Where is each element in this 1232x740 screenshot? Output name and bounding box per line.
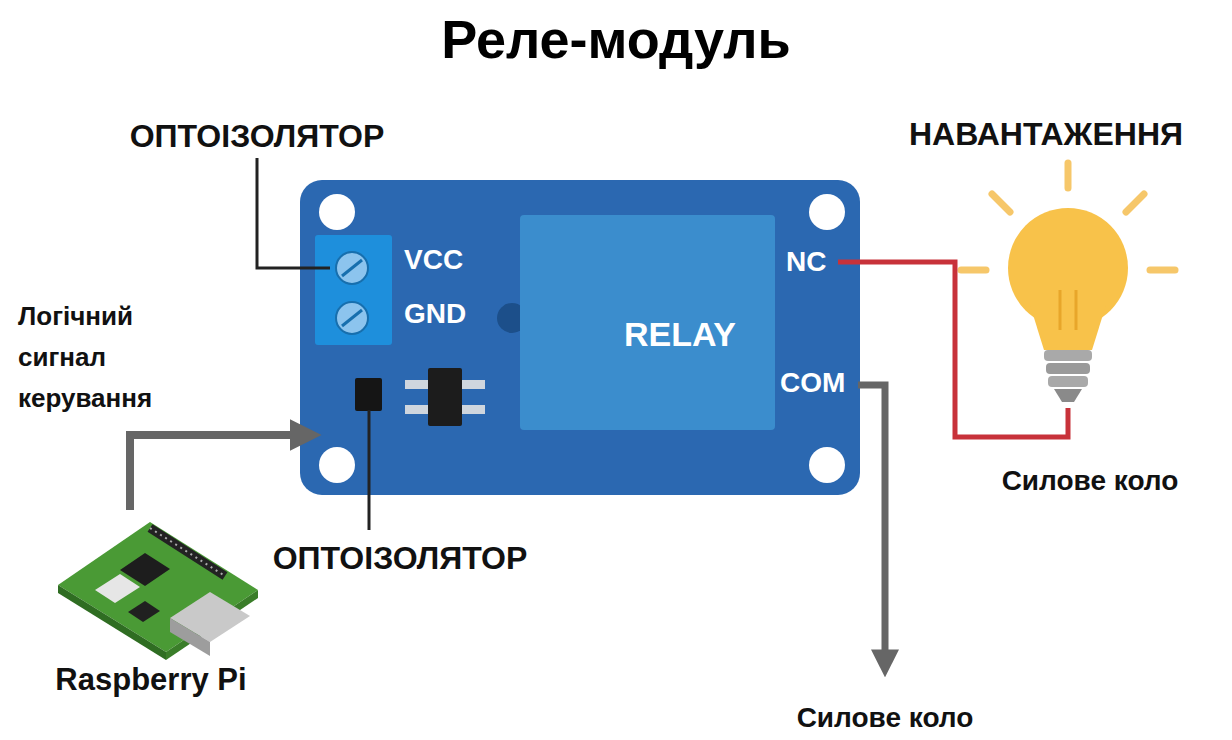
node-text: GND: [404, 298, 466, 330]
node-text: НАВАНТАЖЕННЯ: [909, 116, 1183, 153]
relay-module: VCC GND NC COM RELAY: [300, 180, 860, 495]
node-text: NC: [786, 246, 826, 278]
raspberry-pi-board: [58, 522, 258, 660]
circuit-label: Силове коло: [797, 702, 974, 734]
control-signal-arrow: [130, 435, 296, 510]
node-text: VCC: [404, 244, 463, 276]
lamp-filament: [1060, 290, 1076, 330]
terminal-block: [315, 235, 392, 345]
lamp-neck: [1030, 305, 1106, 350]
node-text: Raspberry Pi: [55, 662, 246, 698]
leader-line: [368, 410, 371, 530]
raspberry-pi: Raspberry Pi: [20, 510, 282, 708]
com-wire: [858, 385, 885, 655]
terminal-screw: [336, 252, 368, 284]
mount-hole: [809, 194, 845, 230]
nc-wire: [838, 260, 860, 265]
terminal-screw: [336, 302, 368, 334]
circuit-label: Силове коло: [1002, 465, 1179, 497]
mount-hole: [319, 194, 355, 230]
relay-board: [300, 180, 860, 495]
transistor-leg: [405, 405, 430, 414]
lamp-base: [1048, 376, 1088, 387]
relay-box: RELAY: [520, 215, 775, 430]
node-text: RELAY: [624, 315, 736, 354]
lamp-base: [1046, 363, 1090, 374]
transistor-body: [428, 368, 462, 426]
title: Реле-модуль: [441, 8, 791, 70]
part-label: ОПТОІЗОЛЯТОР: [130, 118, 385, 155]
relay-body: [520, 215, 775, 430]
mount-hole: [809, 447, 845, 483]
transistor-leg: [460, 380, 485, 389]
mount-hole: [319, 447, 355, 483]
leader-line: [257, 158, 330, 268]
part-label: ОПТОІЗОЛЯТОР: [273, 540, 528, 577]
screw-slot: [342, 260, 362, 276]
load-lamp: НАВАНТАЖЕННЯ: [870, 112, 1222, 408]
lamp-tip: [1054, 389, 1082, 402]
edge-label: Логічний сигнал керування: [18, 296, 198, 419]
node-text: COM: [780, 367, 845, 399]
lamp-base: [1044, 350, 1092, 361]
transistor-leg: [460, 405, 485, 414]
transistor-leg: [405, 380, 430, 389]
power-wire: [860, 262, 1068, 437]
optoisolator-chip: [355, 378, 382, 411]
screw-slot: [342, 310, 362, 326]
